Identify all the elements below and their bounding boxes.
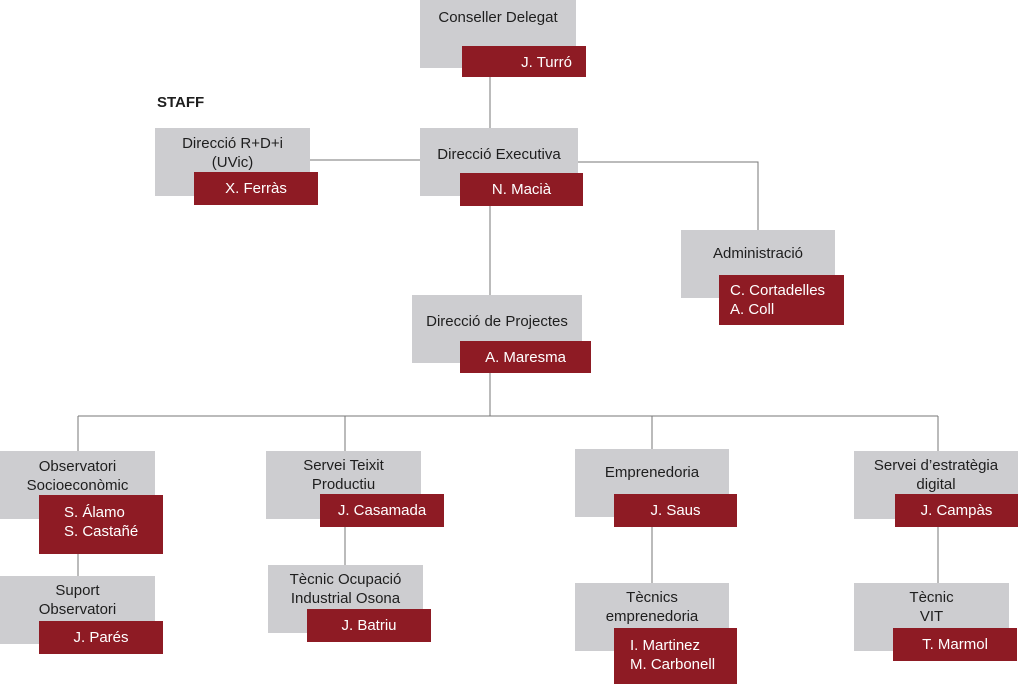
node-title: Emprenedoria: [604, 464, 700, 481]
node-person: J. Batriu: [307, 609, 431, 642]
node-title: Suport Observatori: [38, 582, 117, 618]
node-person: J. Parés: [39, 621, 163, 654]
node-person: S. Álamo S. Castañé: [39, 495, 163, 554]
node-person: N. Macià: [460, 173, 583, 206]
node-person: A. Maresma: [460, 341, 591, 373]
node-title: Observatori Socioeconòmic: [26, 458, 129, 494]
node-title: Tècnic Ocupació Industrial Osona: [289, 571, 402, 607]
node-person: J. Turró: [462, 46, 586, 77]
node-title: Servei Teixit Productiu: [303, 457, 384, 493]
staff-label: STAFF: [157, 94, 205, 111]
node-title: Conseller Delegat: [438, 9, 558, 26]
node-title: Administració: [712, 245, 804, 262]
node-title: Tècnic VIT: [909, 589, 954, 625]
node-person: C. Cortadelles A. Coll: [719, 275, 844, 325]
node-person: J. Casamada: [320, 494, 444, 527]
node-title: Tècnics emprenedoria: [605, 589, 699, 625]
node-person: J. Campàs: [895, 494, 1018, 527]
node-title: Direcció R+D+i (UVic): [182, 135, 283, 171]
node-person: X. Ferràs: [194, 172, 318, 205]
node-person: T. Marmol: [893, 628, 1017, 661]
node-person: J. Saus: [614, 494, 737, 527]
node-title: Direcció de Projectes: [426, 313, 568, 330]
node-title: Servei d’estratègia digital: [873, 457, 999, 493]
node-title: Direcció Executiva: [437, 146, 561, 163]
node-person: I. Martinez M. Carbonell: [614, 628, 737, 684]
